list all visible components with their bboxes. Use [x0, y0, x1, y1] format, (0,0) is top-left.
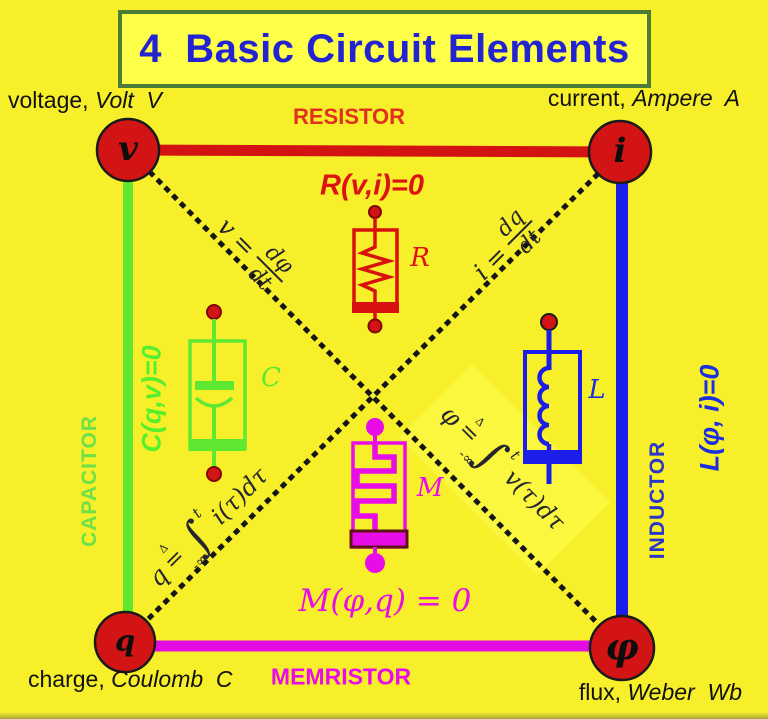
- flux-node: [588, 614, 656, 682]
- inductor-electrode-bar: [523, 450, 580, 463]
- resistor-zigzag: [355, 232, 396, 302]
- inductor-letter: L: [588, 375, 606, 405]
- inductor-top-terminal: [540, 313, 558, 331]
- capacitor-letter: C: [261, 363, 281, 393]
- current-node: [587, 119, 653, 185]
- memristor-bottom-terminal: [365, 553, 385, 573]
- inductor-edge-label: INDUCTOR: [646, 440, 669, 560]
- resistor-symbol: [352, 205, 399, 334]
- defined-equal-sign: Δ=: [156, 541, 191, 576]
- charge-node-letter: q: [114, 623, 136, 658]
- current-node-letter: i: [613, 131, 627, 171]
- memristor-edge-label: MEMRISTOR: [270, 663, 412, 690]
- resistor-top-terminal: [368, 205, 382, 219]
- page-title: 4 Basic Circuit Elements: [139, 26, 630, 71]
- capacitor-electrode-bar: [190, 439, 245, 451]
- memristor-top-terminal: [366, 418, 384, 436]
- resistor-equation: R(v,i)=0: [320, 169, 424, 202]
- resistor-edge-line: [127, 144, 621, 158]
- voltage-node-letter: v: [118, 129, 138, 169]
- charge-node: [93, 610, 157, 674]
- resistor-edge-label: RESISTOR: [292, 104, 406, 129]
- inductor-equation: L(φ, i)=0: [694, 364, 725, 472]
- defined-equal-sign: Δ=: [452, 414, 488, 450]
- memristor-electrode-bar: [349, 529, 409, 549]
- flux-label: flux, Weber Wb: [578, 679, 742, 705]
- capacitor-symbol: [188, 304, 247, 482]
- inductor-coil: [537, 365, 550, 447]
- current-label: current, Ampere A: [547, 85, 740, 111]
- bottom-edge-shadow: [0, 712, 768, 719]
- capacitor-curved-plate: [194, 396, 234, 408]
- capacitor-bottom-terminal: [206, 466, 222, 482]
- memristor-meander: [354, 445, 397, 533]
- resistor-bottom-terminal: [367, 318, 383, 334]
- capacitor-top-plate: [195, 381, 234, 390]
- memristor-equation: M(φ,q) = 0: [298, 583, 472, 619]
- voltage-node: [95, 117, 161, 183]
- v-phi-diagonal: [124, 146, 626, 652]
- resistor-electrode-bar: [352, 302, 399, 313]
- capacitor-edge-label: CAPACITOR: [78, 415, 101, 547]
- charge-label: charge, Coulomb C: [28, 666, 233, 692]
- capacitor-equation: C(q,v)=0: [136, 345, 167, 453]
- title-box: 4 Basic Circuit Elements: [118, 10, 651, 88]
- flux-node-letter: φ: [605, 624, 639, 669]
- memristor-symbol: [349, 418, 409, 573]
- resistor-letter: R: [410, 243, 430, 273]
- memristor-letter: M: [416, 473, 444, 503]
- voltage-label: voltage, Volt V: [8, 87, 162, 113]
- equation-highlight: [399, 364, 611, 576]
- capacitor-top-terminal: [206, 304, 222, 320]
- inductor-symbol: [523, 313, 582, 484]
